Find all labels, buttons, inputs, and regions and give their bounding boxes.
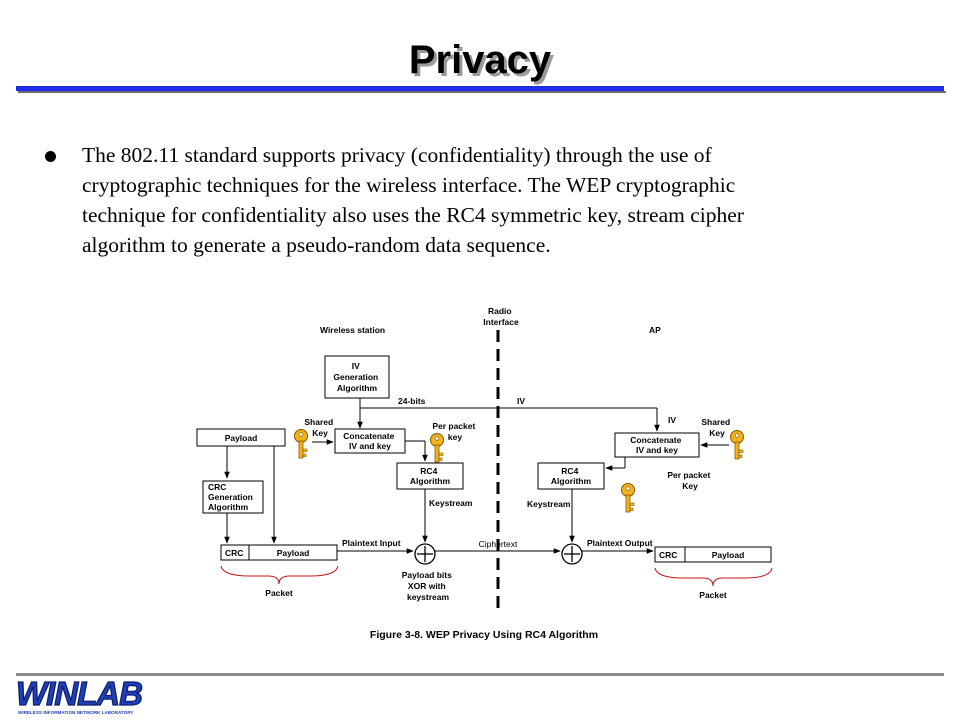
bullet-marker xyxy=(45,151,56,162)
bits24-label: 24-bits xyxy=(398,396,426,406)
iv-generation-label: IV Generation Algorithm xyxy=(333,361,380,393)
title-underline-shadow xyxy=(18,91,946,93)
rc4-right-box xyxy=(537,462,605,490)
per-packet-right-label: Per packet Key xyxy=(667,470,712,491)
bullet-line: algorithm to generate a pseudo-random da… xyxy=(82,233,551,257)
bullet-paragraph: The 802.11 standard supports privacy (co… xyxy=(82,140,912,260)
concat-left-label: Concatenate IV and key xyxy=(343,431,396,451)
per-packet-left-key-icon xyxy=(430,433,444,463)
ciphertext-label: Ciphertext xyxy=(479,539,518,549)
rc4-right-label: RC4 Algorithm xyxy=(551,466,592,486)
packet-right-label: Packet xyxy=(699,590,727,600)
shared-key-left-label: Shared Key xyxy=(304,417,335,438)
bullet-line: technique for confidentiality also uses … xyxy=(82,203,744,227)
payload-left-label: Payload xyxy=(277,548,310,558)
concat-left-box xyxy=(334,428,406,454)
concat-right-box xyxy=(614,432,700,458)
shared-key-right-icon xyxy=(730,430,744,460)
ap-label: AP xyxy=(649,325,661,335)
keystream-left-label: Keystream xyxy=(429,498,473,508)
plaintext-output-label: Plaintext Output xyxy=(587,538,653,548)
packet-left-label: Packet xyxy=(265,588,293,598)
bullet-line: The 802.11 standard supports privacy (co… xyxy=(82,143,712,167)
shared-key-left-icon xyxy=(294,429,308,459)
iv-generation-box xyxy=(324,355,390,399)
title-underline xyxy=(16,86,944,91)
packet-left-brace xyxy=(220,565,339,585)
payload-top-label: Payload xyxy=(225,433,258,443)
svg-text:WIRELESS INFORMATION NETWORK L: WIRELESS INFORMATION NETWORK LABORATORY xyxy=(18,710,133,715)
iv-bus-label: IV xyxy=(517,396,525,406)
crc-right-label: CRC xyxy=(659,550,677,560)
plaintext-input-label: Plaintext Input xyxy=(342,538,401,548)
radio-interface-label: Radio Interface xyxy=(483,306,519,327)
rc4-left-box xyxy=(396,462,464,490)
shared-key-right-label: Shared Key xyxy=(701,417,732,438)
footer-rule xyxy=(16,673,944,676)
per-packet-left-label: Per packet key xyxy=(432,421,477,442)
packet-right-brace xyxy=(654,567,773,587)
iv-ap-label: IV xyxy=(668,415,676,425)
payload-top-box xyxy=(196,428,286,447)
payload-right-cell xyxy=(684,546,772,563)
keystream-right-label: Keystream xyxy=(527,499,571,509)
figure-caption: Figure 3-8. WEP Privacy Using RC4 Algori… xyxy=(370,629,598,641)
bullet-line: cryptographic techniques for the wireles… xyxy=(82,173,736,197)
wireless-station-label: Wireless station xyxy=(320,325,385,335)
per-packet-right-key-icon xyxy=(621,483,635,513)
crc-generation-label: CRC Generation Algorithm xyxy=(208,482,255,512)
crc-left-label: CRC xyxy=(225,548,243,558)
slide-title: Privacy xyxy=(408,38,552,82)
rc4-left-label: RC4 Algorithm xyxy=(410,466,451,486)
winlab-logo: WINLAB WIRELESS INFORMATION NETWORK LABO… xyxy=(15,674,143,715)
crc-generation-box xyxy=(202,480,264,514)
payload-right-label: Payload xyxy=(712,550,745,560)
svg-text:WINLAB: WINLAB xyxy=(16,675,142,712)
payload-bits-label: Payload bits XOR with keystream xyxy=(402,570,454,602)
payload-left-cell xyxy=(248,544,338,561)
concat-right-label: Concatenate IV and key xyxy=(630,435,683,455)
